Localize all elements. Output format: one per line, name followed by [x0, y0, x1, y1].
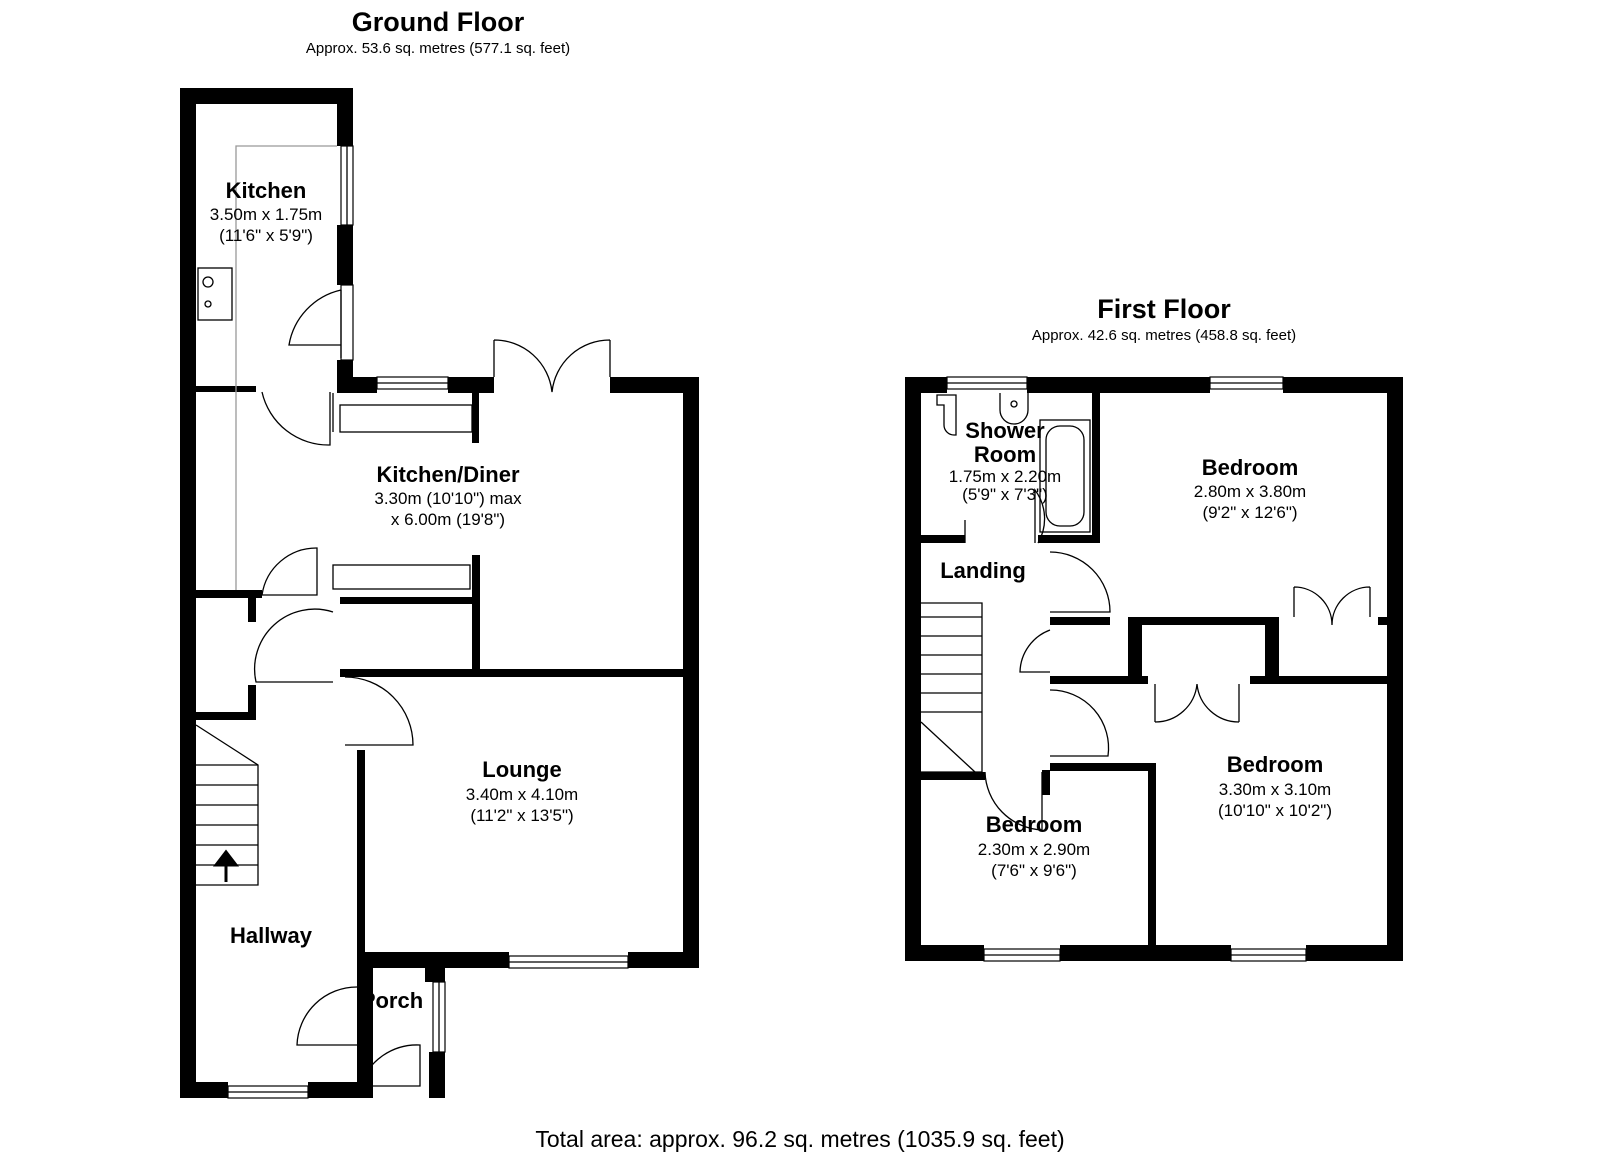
room-name: Shower — [965, 418, 1045, 443]
door-swing-icon — [1049, 551, 1111, 613]
room-dimension: (11'6" x 5'9") — [219, 226, 313, 245]
door-swing-icon — [984, 771, 1043, 831]
room-dimension: 2.80m x 3.80m — [1194, 482, 1306, 501]
door-swing-icon — [964, 488, 1046, 544]
room-bedroom-2: Bedroom 3.30m x 3.10m (10'10" x 10'2") — [1218, 752, 1332, 820]
shower-room-fixtures — [936, 393, 1091, 533]
room-dimension: 3.30m x 3.10m — [1219, 780, 1331, 799]
room-porch: Porch — [361, 988, 423, 1013]
total-area: Total area: approx. 96.2 sq. metres (103… — [535, 1126, 1064, 1152]
room-shower-room: Shower Room 1.75m x 2.20m (5'9" x 7'3") — [949, 418, 1061, 504]
room-dimension: x 6.00m (19'8") — [391, 510, 505, 529]
room-lounge: Lounge 3.40m x 4.10m (11'2" x 13'5") — [466, 757, 578, 825]
ground-floor-doors — [253, 289, 611, 1087]
shower-tray-icon — [1039, 419, 1091, 533]
room-dimension: 3.40m x 4.10m — [466, 785, 578, 804]
washbasin-icon — [999, 393, 1029, 425]
room-bedroom-1: Bedroom 2.80m x 3.80m (9'2" x 12'6") — [1194, 455, 1306, 522]
room-name: Kitchen — [226, 178, 307, 203]
toilet-icon — [936, 394, 957, 436]
room-name: Bedroom — [1202, 455, 1299, 480]
door-swing-icon — [296, 986, 358, 1046]
room-dimension: (10'10" x 10'2") — [1218, 801, 1332, 820]
room-dimension: 2.30m x 2.90m — [978, 840, 1090, 859]
room-hallway: Hallway — [230, 923, 313, 948]
room-dimension: 3.30m (10'10") max — [374, 489, 522, 508]
french-door-icon — [493, 339, 611, 393]
door-swing-icon — [261, 547, 318, 596]
room-name: Room — [974, 442, 1036, 467]
door-swing-icon — [359, 1044, 421, 1087]
ground-floor-walls — [180, 88, 699, 1098]
door-swing-icon — [261, 391, 331, 446]
door-swing-icon — [344, 676, 414, 746]
door-swing-icon — [1019, 629, 1051, 673]
room-dimension: (11'2" x 13'5") — [470, 806, 573, 825]
first-floor-staircase — [920, 602, 983, 773]
first-floor-windows — [946, 376, 1307, 962]
room-name: Bedroom — [1227, 752, 1324, 777]
french-door-icon — [1293, 586, 1371, 626]
first-floor-title: First Floor — [1097, 294, 1231, 324]
kitchen-fixtures — [197, 145, 473, 590]
ground-floor-title: Ground Floor — [352, 7, 525, 37]
room-name: Kitchen/Diner — [376, 462, 519, 487]
room-name: Lounge — [482, 757, 561, 782]
room-dimension: (7'6" x 9'6") — [991, 861, 1077, 880]
first-floor-area: Approx. 42.6 sq. metres (458.8 sq. feet) — [1032, 327, 1296, 344]
first-floor-doors — [964, 488, 1371, 831]
room-dimension: (9'2" x 12'6") — [1202, 503, 1297, 522]
room-dimension: 3.50m x 1.75m — [210, 205, 322, 224]
door-swing-icon — [1049, 689, 1110, 757]
room-bedroom-3: Bedroom 2.30m x 2.90m (7'6" x 9'6") — [978, 812, 1090, 880]
door-swing-icon — [288, 289, 342, 358]
room-kitchen-diner: Kitchen/Diner 3.30m (10'10") max x 6.00m… — [374, 462, 522, 529]
room-kitchen: Kitchen 3.50m x 1.75m (11'6" x 5'9") — [210, 178, 322, 245]
ground-floor-windows — [227, 145, 629, 1099]
ground-floor-area: Approx. 53.6 sq. metres (577.1 sq. feet) — [306, 40, 570, 57]
door-swing-icon — [253, 608, 334, 683]
room-dimension: (5'9" x 7'3") — [962, 485, 1048, 504]
stairs-up-arrow-icon — [212, 849, 240, 882]
room-name: Bedroom — [986, 812, 1083, 837]
french-door-icon — [1154, 683, 1240, 723]
window-icon — [340, 284, 354, 361]
room-dimension: 1.75m x 2.20m — [949, 467, 1061, 486]
room-landing: Landing — [940, 558, 1026, 583]
ground-staircase — [195, 724, 259, 886]
first-floor-walls — [905, 377, 1403, 961]
